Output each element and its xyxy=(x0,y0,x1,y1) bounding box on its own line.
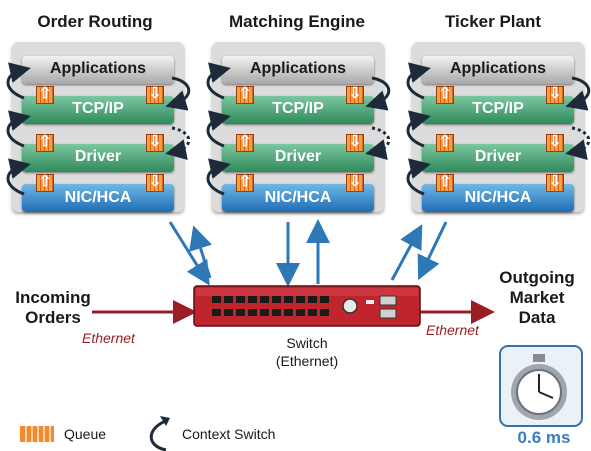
queue-icon: ⇧ xyxy=(236,133,254,152)
driver-label: Driver xyxy=(274,148,322,165)
applications-label: Applications xyxy=(449,60,546,77)
nic-label: NIC/HCA xyxy=(464,189,532,206)
stack-layers-2: Applications TCP/IP Driver NIC/HCA ⇧ ⇧ ⇧… xyxy=(212,42,384,212)
title-matching-engine: Matching Engine xyxy=(229,12,365,31)
link-arrow xyxy=(168,221,210,286)
queue-icon: ⇧ xyxy=(436,85,454,104)
tcpip-label: TCP/IP xyxy=(72,100,124,117)
context-switch-arc xyxy=(165,76,191,111)
context-switch-arc xyxy=(6,158,31,196)
switch-line2: (Ethernet) xyxy=(275,353,339,369)
context-switch-arc xyxy=(365,126,391,160)
driver-label: Driver xyxy=(474,148,522,165)
context-switch-arc xyxy=(206,62,231,100)
legend-queue-label: Queue xyxy=(64,426,107,442)
outgoing-label: Outgoing Market Data xyxy=(496,268,578,328)
outgoing-line1: Outgoing xyxy=(499,268,575,287)
context-switch-arc xyxy=(565,126,591,160)
outgoing-line3: Data xyxy=(518,308,556,327)
queue-icon: ⇩ xyxy=(346,133,364,152)
applications-label: Applications xyxy=(49,60,146,77)
stack-layers-1: Applications TCP/IP Driver NIC/HCA ⇧ ⇧ ⇧… xyxy=(12,42,184,212)
tcpip-label: TCP/IP xyxy=(472,100,524,117)
switch-line1: Switch xyxy=(286,335,328,351)
context-switch-arc xyxy=(165,126,191,160)
nic-label: NIC/HCA xyxy=(264,189,332,206)
context-switch-arc xyxy=(206,110,231,148)
queue-icon: ⇩ xyxy=(346,173,364,192)
context-switch-arc xyxy=(406,158,431,196)
context-switch-arc xyxy=(206,158,231,196)
driver-label: Driver xyxy=(74,148,122,165)
queue-icon: ⇩ xyxy=(546,173,564,192)
queue-icon: ⇧ xyxy=(436,133,454,152)
context-switch-arc xyxy=(6,62,31,100)
outgoing-line2: Market xyxy=(509,288,565,307)
applications-layer: Applications xyxy=(22,56,174,84)
context-switch-arc xyxy=(565,76,591,111)
context-switch-arc xyxy=(6,110,31,148)
applications-layer: Applications xyxy=(422,56,574,84)
queue-icon: ⇩ xyxy=(146,173,164,192)
ethernet-label-right: Ethernet xyxy=(426,322,479,338)
title-ticker-plant: Ticker Plant xyxy=(444,12,542,31)
legend-context-switch-label: Context Switch xyxy=(182,426,276,442)
incoming-line2: Orders xyxy=(25,308,81,327)
ethernet-label-left: Ethernet xyxy=(82,330,135,346)
queue-icon: ⇩ xyxy=(546,133,564,152)
queue-icon: ⇧ xyxy=(236,85,254,104)
context-switch-arc xyxy=(406,62,431,100)
link-arrow xyxy=(390,224,423,281)
context-switch-arc xyxy=(406,110,431,148)
context-switch-arc xyxy=(365,76,391,111)
switch-device xyxy=(193,285,421,327)
applications-layer: Applications xyxy=(222,56,374,84)
queue-icon: ⇧ xyxy=(436,173,454,192)
queue-icon: ⇧ xyxy=(36,173,54,192)
incoming-line1: Incoming xyxy=(15,288,91,307)
queue-icon: ⇩ xyxy=(546,85,564,104)
incoming-label: Incoming Orders xyxy=(8,288,98,328)
queue-icon: ⇩ xyxy=(346,85,364,104)
stopwatch-icon xyxy=(499,345,583,427)
link-arrow xyxy=(417,221,448,281)
queue-icon: ⇧ xyxy=(236,173,254,192)
nic-label: NIC/HCA xyxy=(64,189,132,206)
latency-value: 0.6 ms xyxy=(517,428,571,447)
title-order-routing: Order Routing xyxy=(37,12,153,31)
switch-label: Switch (Ethernet) xyxy=(262,334,352,370)
queue-legend-icon xyxy=(20,426,54,442)
stack-layers-3: Applications TCP/IP Driver NIC/HCA ⇧ ⇧ ⇧… xyxy=(412,42,584,212)
queue-icon: ⇩ xyxy=(146,133,164,152)
context-switch-legend-icon xyxy=(149,418,169,451)
queue-icon: ⇧ xyxy=(36,85,54,104)
tcpip-label: TCP/IP xyxy=(272,100,324,117)
applications-label: Applications xyxy=(249,60,346,77)
link-arrow xyxy=(189,225,212,279)
queue-icon: ⇧ xyxy=(36,133,54,152)
queue-icon: ⇩ xyxy=(146,85,164,104)
